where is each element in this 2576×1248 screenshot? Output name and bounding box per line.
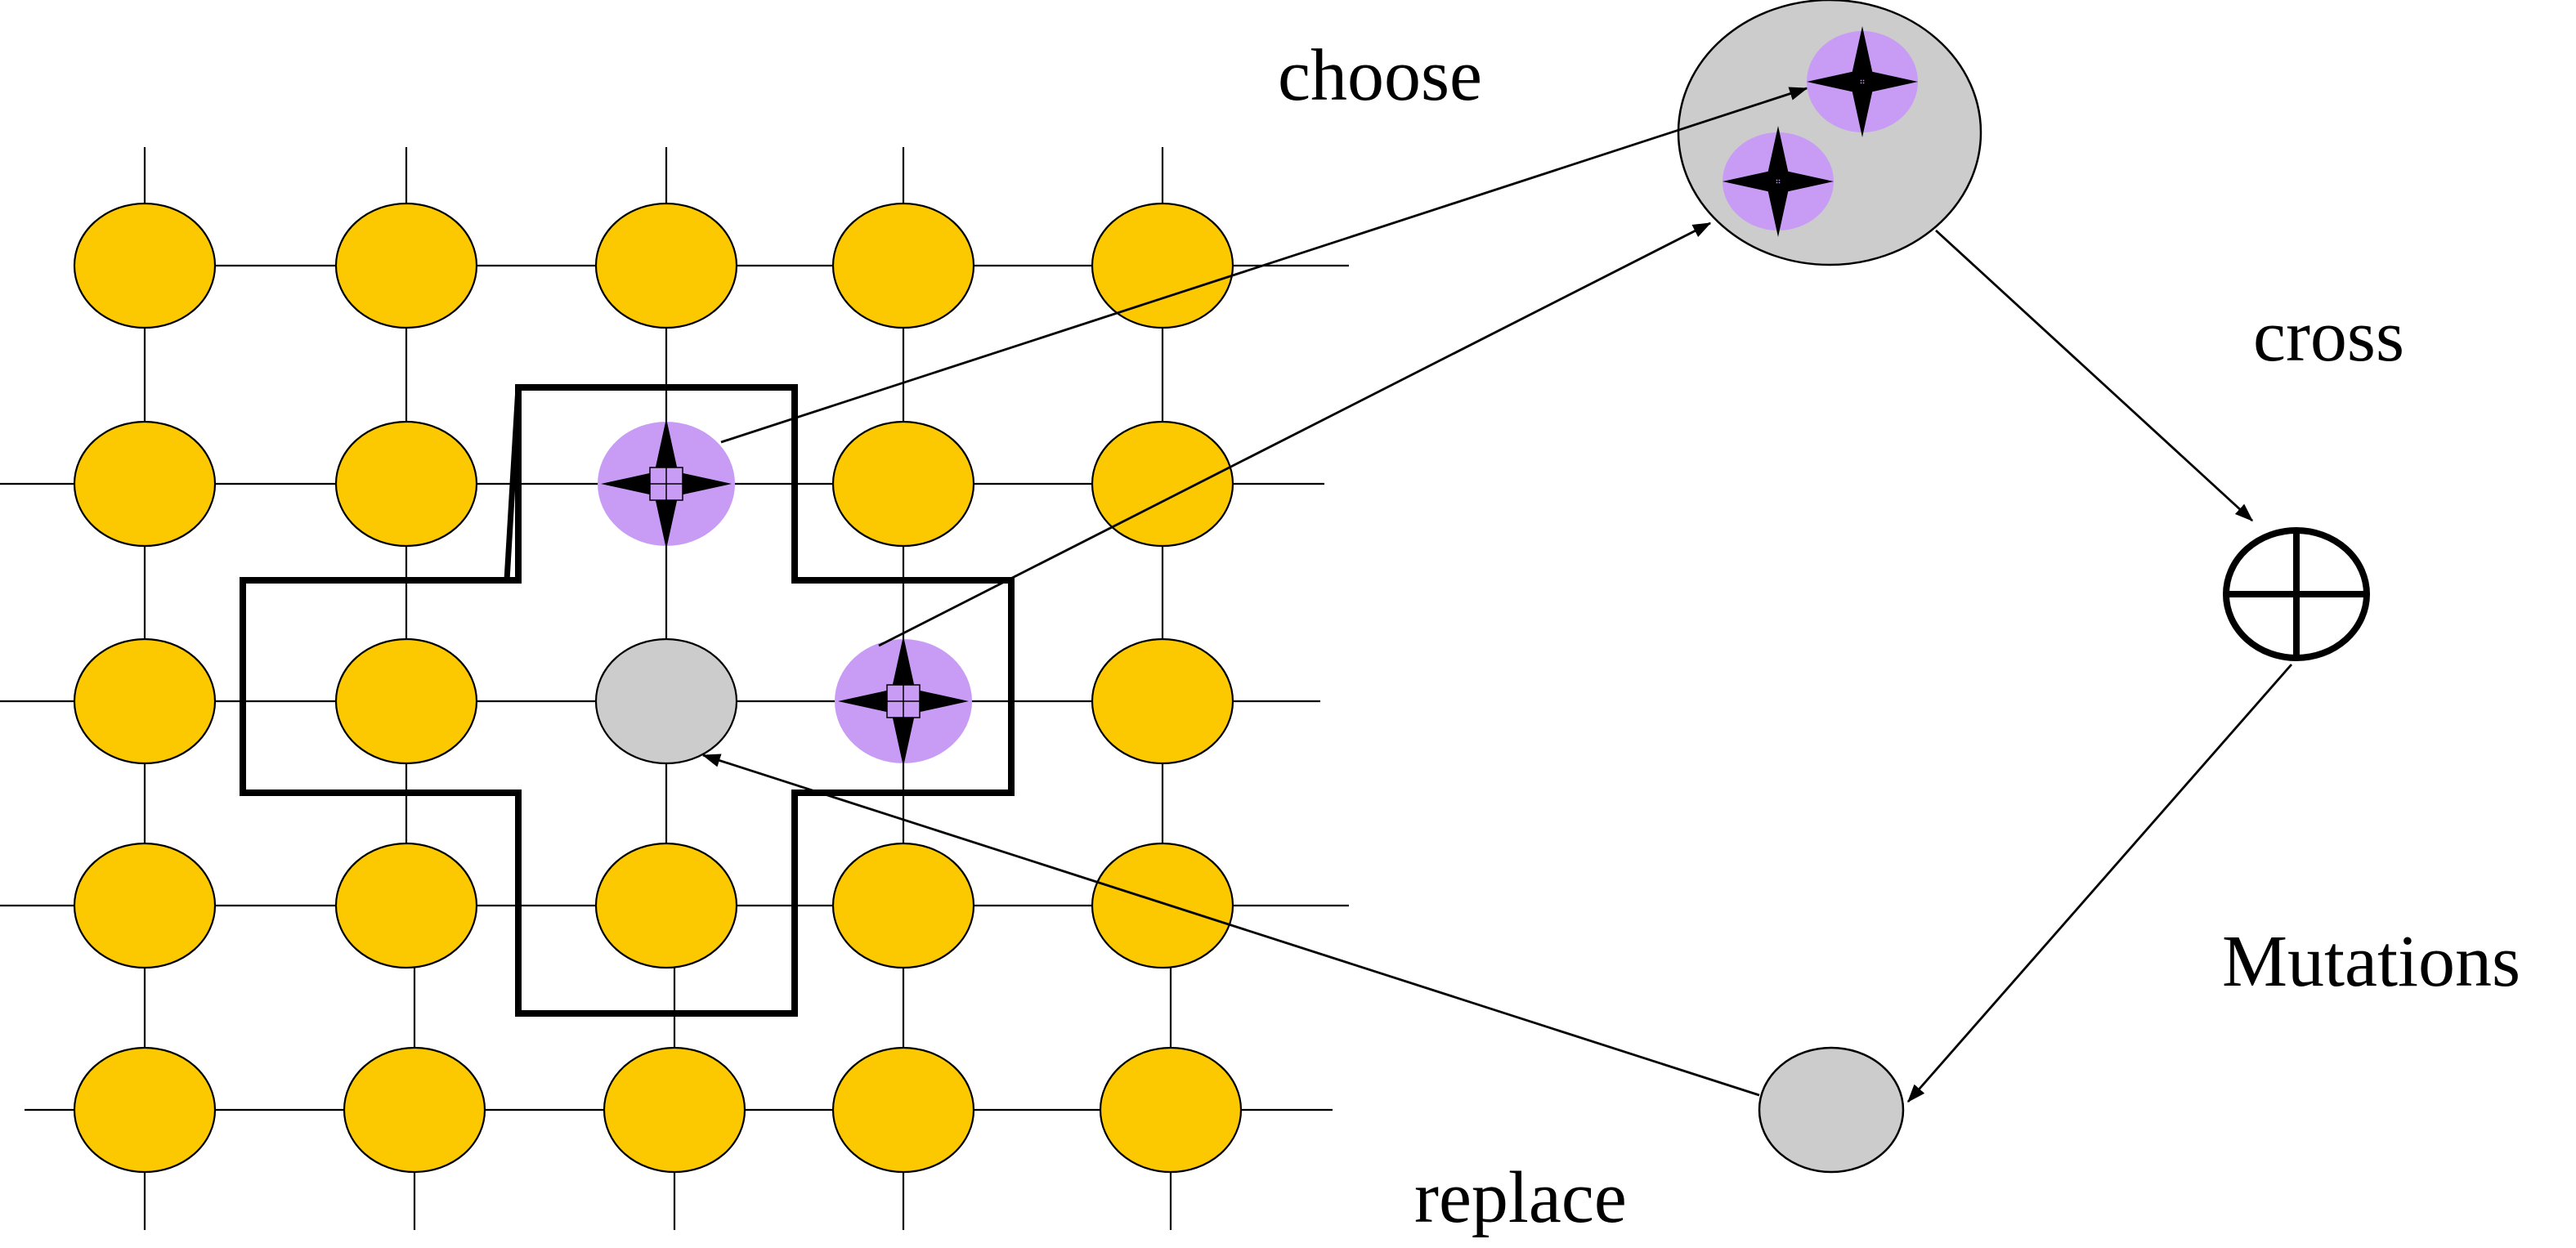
circled-plus-icon [2223,527,2370,661]
offspring-node [1758,1046,1905,1174]
individual-cell [1091,637,1234,765]
individual-cell [831,1046,975,1174]
individual-cell [334,420,478,548]
individual-cell [831,420,975,548]
neighborhood-outline [240,384,1015,1017]
individual-cell [343,1046,486,1174]
individual-cell [73,842,217,969]
individual-cell [1099,1046,1243,1174]
parent-pool [1677,0,1982,266]
individual-cell [334,637,478,765]
individual-cell [603,1046,746,1174]
individual-cell [1091,420,1234,548]
population-grid [73,202,1243,1174]
arrow-choose-1 [720,87,1808,444]
individual-cell [73,420,217,548]
individual-cell [334,842,478,969]
parent-pool-circle [1677,0,1982,266]
selected-parent-cell [598,418,735,549]
label-choose: choose [1278,35,1482,116]
individual-cell [1091,202,1234,329]
label-cross: cross [2253,296,2404,377]
individual-cell [831,202,975,329]
label-replace: replace [1414,1157,1627,1238]
neighborhood-outline-notch [504,387,522,581]
flow-arrows [701,87,2293,1103]
replacement-slot-cell [594,637,738,765]
individual-cell [1091,842,1234,969]
pool-parent-2 [1723,126,1834,237]
arrow-to-cross [1935,229,2254,522]
individual-cell [594,202,738,329]
individual-cell [831,842,975,969]
arrow-replace [701,754,1760,1097]
individual-cell [73,637,217,765]
selected-parent-cell [835,636,972,767]
arrow-mutation [1906,664,2293,1103]
individual-cell [594,842,738,969]
individual-cell [73,202,217,329]
arrow-choose-2 [878,221,1712,647]
label-mutations: Mutations [2222,921,2520,1002]
individual-cell [334,202,478,329]
individual-cell [73,1046,217,1174]
pool-parent-1 [1807,26,1918,137]
